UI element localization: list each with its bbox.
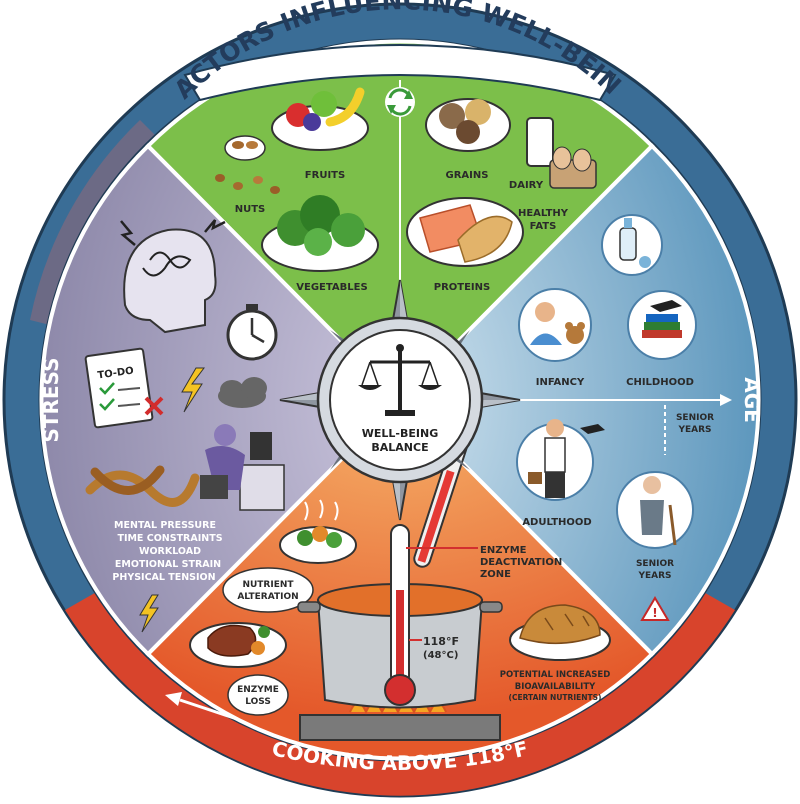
grains-label: GRAINS	[446, 170, 489, 181]
adult-icon	[516, 419, 605, 501]
senior-years-label-2a: SENIOR	[636, 559, 674, 569]
outer-ring-bottom	[65, 590, 735, 796]
title-banner	[183, 44, 617, 102]
stress-item-2: TIME CONSTRAINTS	[117, 533, 222, 544]
svg-text:!: !	[652, 606, 657, 620]
enzyme-deactivation-label-1: ENZYME	[480, 545, 527, 556]
nutrient-alteration-label-1: NUTRIENT	[242, 580, 294, 590]
grains-bowl-icon	[425, 98, 511, 152]
stress-heading: STRESS	[39, 357, 63, 442]
dairy-label: DAIRY	[509, 180, 544, 191]
adulthood-label: ADULTHOOD	[522, 517, 591, 528]
temperature-c-label: (48°C)	[423, 650, 458, 661]
bioavailability-label-1: POTENTIAL INCREASED	[500, 670, 611, 680]
healthy-fats-label-1: HEALTHY	[518, 208, 569, 219]
enzyme-loss-label-2: LOSS	[245, 697, 271, 707]
temperature-f-label: 118°F	[423, 635, 459, 648]
enzyme-loss-callout	[227, 674, 289, 716]
enzyme-deactivation-label-3: ZONE	[480, 569, 511, 580]
senior-years-label-1a: SENIOR	[676, 413, 714, 423]
todo-label: TO-DO	[97, 366, 135, 382]
age-heading: AGE	[740, 377, 764, 423]
cooking-arrow-head-icon	[165, 692, 182, 706]
stressed-worker-icon	[200, 424, 285, 511]
stress-item-3: WORKLOAD	[139, 546, 201, 557]
timeline-arrow-icon	[720, 394, 732, 406]
steak-plate-icon	[189, 622, 287, 668]
infancy-label: INFANCY	[536, 377, 585, 388]
nutrient-alteration-callout	[222, 567, 314, 613]
lightning-small-icon	[139, 594, 159, 633]
bread-plate-icon	[509, 604, 611, 661]
senior-years-label-2b: YEARS	[637, 571, 671, 581]
senior-icon	[616, 471, 694, 549]
recycle-icon	[385, 87, 415, 117]
nutrient-alteration-label-2: ALTERATION	[237, 592, 298, 602]
nuts-icon	[215, 135, 280, 194]
healthy-fats-label-2: FATS	[530, 221, 557, 232]
bioavailability-label-2: BIOAVAILABILITY	[515, 682, 596, 692]
dairy-icon	[526, 117, 597, 189]
storm-cloud-icon	[218, 377, 267, 408]
childhood-label: CHILDHOOD	[626, 377, 694, 388]
childhood-books-icon	[627, 290, 697, 360]
stress-item-5: PHYSICAL TENSION	[112, 572, 215, 583]
fruits-bowl-icon	[271, 87, 369, 151]
fruits-label: FRUITS	[305, 170, 345, 181]
thermometer-icon	[384, 524, 422, 706]
bioavailability-label-3: (CERTAIN NUTRIENTS)	[509, 693, 602, 702]
stressed-head-icon	[120, 219, 226, 334]
center-label-2: BALANCE	[371, 441, 428, 454]
warning-icon: !	[640, 596, 670, 621]
enzyme-loss-label-1: ENZYME	[237, 685, 279, 695]
diet-heading: DIET	[379, 53, 420, 72]
vegetables-label: VEGETABLES	[296, 282, 367, 293]
todo-list-icon	[84, 347, 164, 429]
stopwatch-icon	[226, 304, 278, 361]
nuts-label: NUTS	[235, 204, 266, 215]
stress-item-1: MENTAL PRESSURE	[114, 520, 216, 531]
vegetables-plate-icon	[261, 195, 379, 272]
stress-item-4: EMOTIONAL STRAIN	[115, 559, 221, 570]
infant-icon	[518, 288, 592, 362]
lightning-icon	[181, 367, 205, 413]
center-label-1: WELL-BEING	[362, 427, 438, 440]
proteins-plate-icon	[406, 197, 524, 267]
proteins-label: PROTEINS	[434, 282, 490, 293]
knotted-rope-icon	[85, 465, 200, 507]
balance-scale-icon	[358, 344, 442, 416]
vegetable-bowl-icon	[279, 499, 357, 564]
senior-years-label-1b: YEARS	[677, 425, 711, 435]
enzyme-deactivation-label-2: DEACTIVATION	[480, 557, 562, 568]
baby-bottle-icon	[601, 214, 663, 276]
